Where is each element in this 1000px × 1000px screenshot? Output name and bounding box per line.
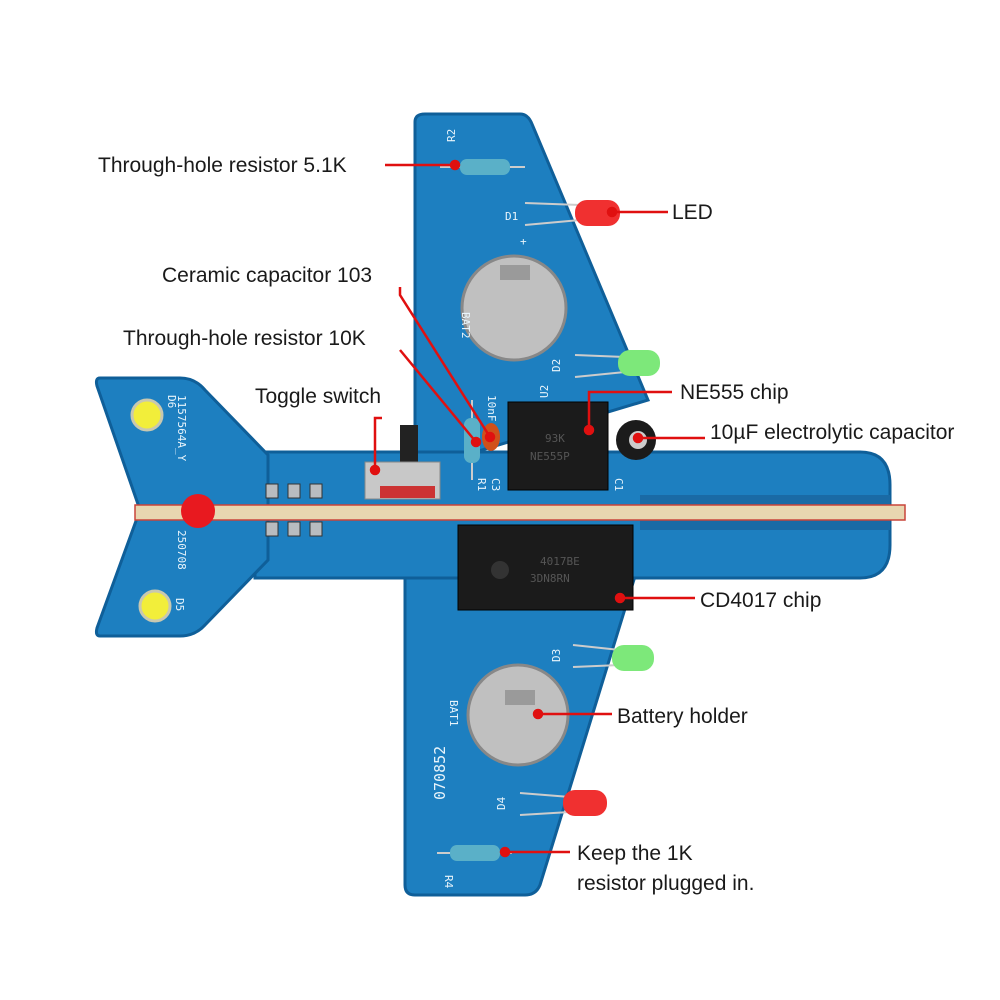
svg-text:C1: C1 bbox=[612, 478, 625, 491]
toggle-switch bbox=[364, 425, 441, 500]
led-d1-red bbox=[524, 200, 620, 226]
svg-text:U2: U2 bbox=[538, 385, 551, 398]
tail-leds bbox=[130, 398, 215, 623]
label-cd4017: CD4017 chip bbox=[700, 589, 822, 612]
label-led: LED bbox=[672, 201, 713, 224]
ne555-chip: 93K NE555P bbox=[507, 401, 609, 491]
silkscreen: R2 D1 + BAT2 D2 U2 10nF R1 C3 C1 1157564… bbox=[165, 129, 625, 889]
annotation-leaders bbox=[369, 159, 705, 858]
svg-text:1157564A_Y: 1157564A_Y bbox=[175, 395, 188, 462]
led-d5-yellow bbox=[138, 589, 172, 623]
svg-text:250708: 250708 bbox=[175, 530, 188, 570]
led-d2-green bbox=[574, 350, 660, 378]
cd4017-mark: 4017BE bbox=[540, 555, 580, 568]
label-electrolytic-capacitor: 10µF electrolytic capacitor bbox=[710, 421, 955, 444]
led-d3-green bbox=[572, 644, 654, 671]
svg-text:BAT2: BAT2 bbox=[459, 312, 472, 339]
label-ne555: NE555 chip bbox=[680, 381, 789, 404]
battery-holder-top bbox=[460, 254, 568, 362]
label-battery-holder: Battery holder bbox=[617, 705, 748, 728]
svg-text:R1: R1 bbox=[475, 478, 488, 491]
ne555-mark: 93K bbox=[545, 432, 565, 445]
cd4017-mark: 3DN8RN bbox=[530, 572, 570, 585]
svg-text:R4: R4 bbox=[442, 875, 455, 889]
label-resistor-10k: Through-hole resistor 10K bbox=[123, 327, 366, 350]
svg-text:D2: D2 bbox=[550, 359, 563, 372]
svg-text:D4: D4 bbox=[495, 796, 508, 810]
svg-text:C3: C3 bbox=[489, 478, 502, 491]
label-resistor-5-1k: Through-hole resistor 5.1K bbox=[98, 154, 347, 177]
label-keep-1k-line1: Keep the 1K bbox=[577, 842, 693, 865]
stick bbox=[134, 504, 906, 521]
label-toggle-switch: Toggle switch bbox=[255, 385, 382, 408]
solder-pads bbox=[265, 483, 323, 537]
svg-text:D1: D1 bbox=[505, 210, 518, 223]
cd4017-chip: 4017BE 3DN8RN bbox=[457, 524, 634, 611]
svg-text:D6: D6 bbox=[165, 395, 178, 408]
svg-text:BAT1: BAT1 bbox=[447, 700, 460, 727]
svg-text:D3: D3 bbox=[550, 649, 563, 662]
svg-text:10nF: 10nF bbox=[485, 395, 498, 422]
led-red-tail bbox=[181, 494, 215, 528]
svg-text:D5: D5 bbox=[173, 598, 186, 611]
svg-text:+: + bbox=[520, 235, 527, 248]
label-keep-1k-line2: resistor plugged in. bbox=[577, 872, 755, 895]
led-d6-yellow bbox=[130, 398, 164, 432]
label-ceramic-capacitor: Ceramic capacitor 103 bbox=[162, 264, 373, 287]
ne555-mark: NE555P bbox=[530, 450, 570, 463]
resistor-r4 bbox=[437, 845, 512, 861]
svg-text:070852: 070852 bbox=[431, 746, 449, 800]
svg-text:R2: R2 bbox=[445, 129, 458, 142]
led-d4-red bbox=[519, 790, 607, 816]
